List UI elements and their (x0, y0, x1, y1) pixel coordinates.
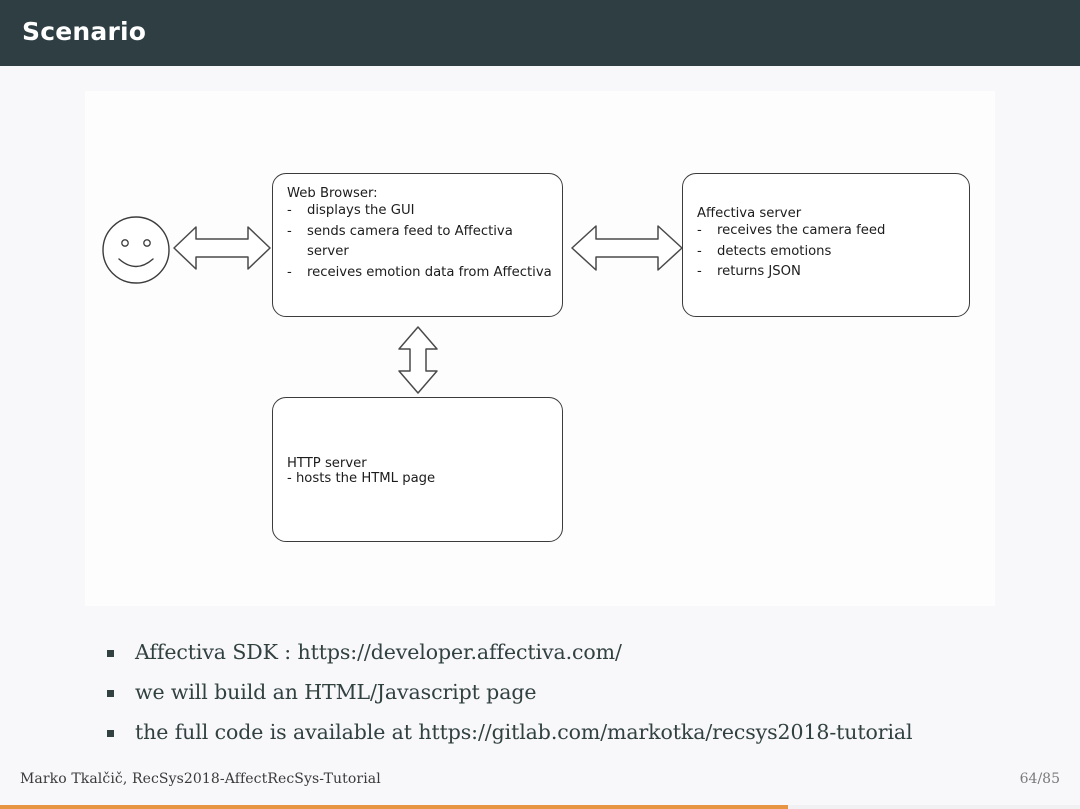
dash-marker: - (287, 203, 292, 218)
node-affectiva-server: Affectiva server -receives the camera fe… (682, 173, 970, 317)
node-web-browser: Web Browser: -displays the GUI -sends ca… (272, 173, 563, 317)
page-title: Scenario (22, 17, 147, 46)
connector-user-to-browser-icon (173, 226, 271, 270)
node-affectiva-server-title: Affectiva server (697, 206, 802, 221)
node-http-server-title: HTTP server (287, 456, 367, 471)
node-web-browser-title: Web Browser: (287, 186, 378, 201)
list-item: the full code is available at https://gi… (103, 716, 1003, 749)
slide-progress-fill (0, 805, 789, 809)
node-affectiva-server-items: -receives the camera feed -detects emoti… (697, 221, 961, 283)
dash-marker: - (697, 264, 702, 279)
slide-footer: Marko Tkalčič, RecSys2018-AffectRecSys-T… (0, 759, 1080, 809)
list-item: -sends camera feed to Affectiva server (287, 222, 554, 263)
list-item-label: returns JSON (717, 264, 801, 279)
architecture-diagram: Web Browser: -displays the GUI -sends ca… (85, 91, 995, 606)
slide-progress-track (0, 805, 1080, 809)
node-http-server: HTTP server - hosts the HTML page (272, 397, 563, 542)
smiley-face-icon (102, 216, 170, 284)
list-item-label: receives emotion data from Affectiva (307, 264, 552, 280)
footer-page-number: 64/85 (1019, 771, 1060, 787)
bullet-marker (107, 650, 114, 657)
bullet-marker (107, 730, 114, 737)
dash-marker: - (287, 264, 292, 280)
list-item-label: receives the camera feed (717, 223, 886, 238)
slide-body: Web Browser: -displays the GUI -sends ca… (0, 66, 1080, 759)
list-item-label: Affectiva SDK : https://developer.affect… (135, 640, 622, 664)
list-item-label: detects emotions (717, 243, 832, 259)
list-item: -receives the camera feed (697, 221, 961, 242)
list-item: Affectiva SDK : https://developer.affect… (103, 636, 1003, 669)
list-item: -returns JSON (697, 262, 961, 283)
slide-bullet-list: Affectiva SDK : https://developer.affect… (103, 636, 1003, 756)
node-http-server-subtitle: - hosts the HTML page (287, 471, 436, 486)
dash-marker: - (287, 223, 292, 239)
list-item: -detects emotions (697, 242, 961, 263)
list-item: we will build an HTML/Javascript page (103, 676, 1003, 709)
list-item: -displays the GUI (287, 201, 554, 222)
list-item-label: displays the GUI (307, 203, 415, 218)
dash-marker: - (697, 223, 702, 238)
footer-author-label: Marko Tkalčič, RecSys2018-AffectRecSys-T… (20, 771, 381, 787)
dash-marker: - (697, 243, 702, 259)
connector-browser-to-affectiva-icon (571, 225, 683, 271)
list-item: -receives emotion data from Affectiva (287, 263, 554, 284)
list-item-label: sends camera feed to Affectiva server (307, 223, 513, 260)
node-web-browser-items: -displays the GUI -sends camera feed to … (287, 201, 554, 283)
connector-browser-to-http-icon (398, 326, 438, 394)
list-item-label: the full code is available at https://gi… (135, 720, 913, 744)
list-item-label: we will build an HTML/Javascript page (135, 680, 537, 704)
slide-title-bar: Scenario (0, 0, 1080, 66)
bullet-marker (107, 690, 114, 697)
